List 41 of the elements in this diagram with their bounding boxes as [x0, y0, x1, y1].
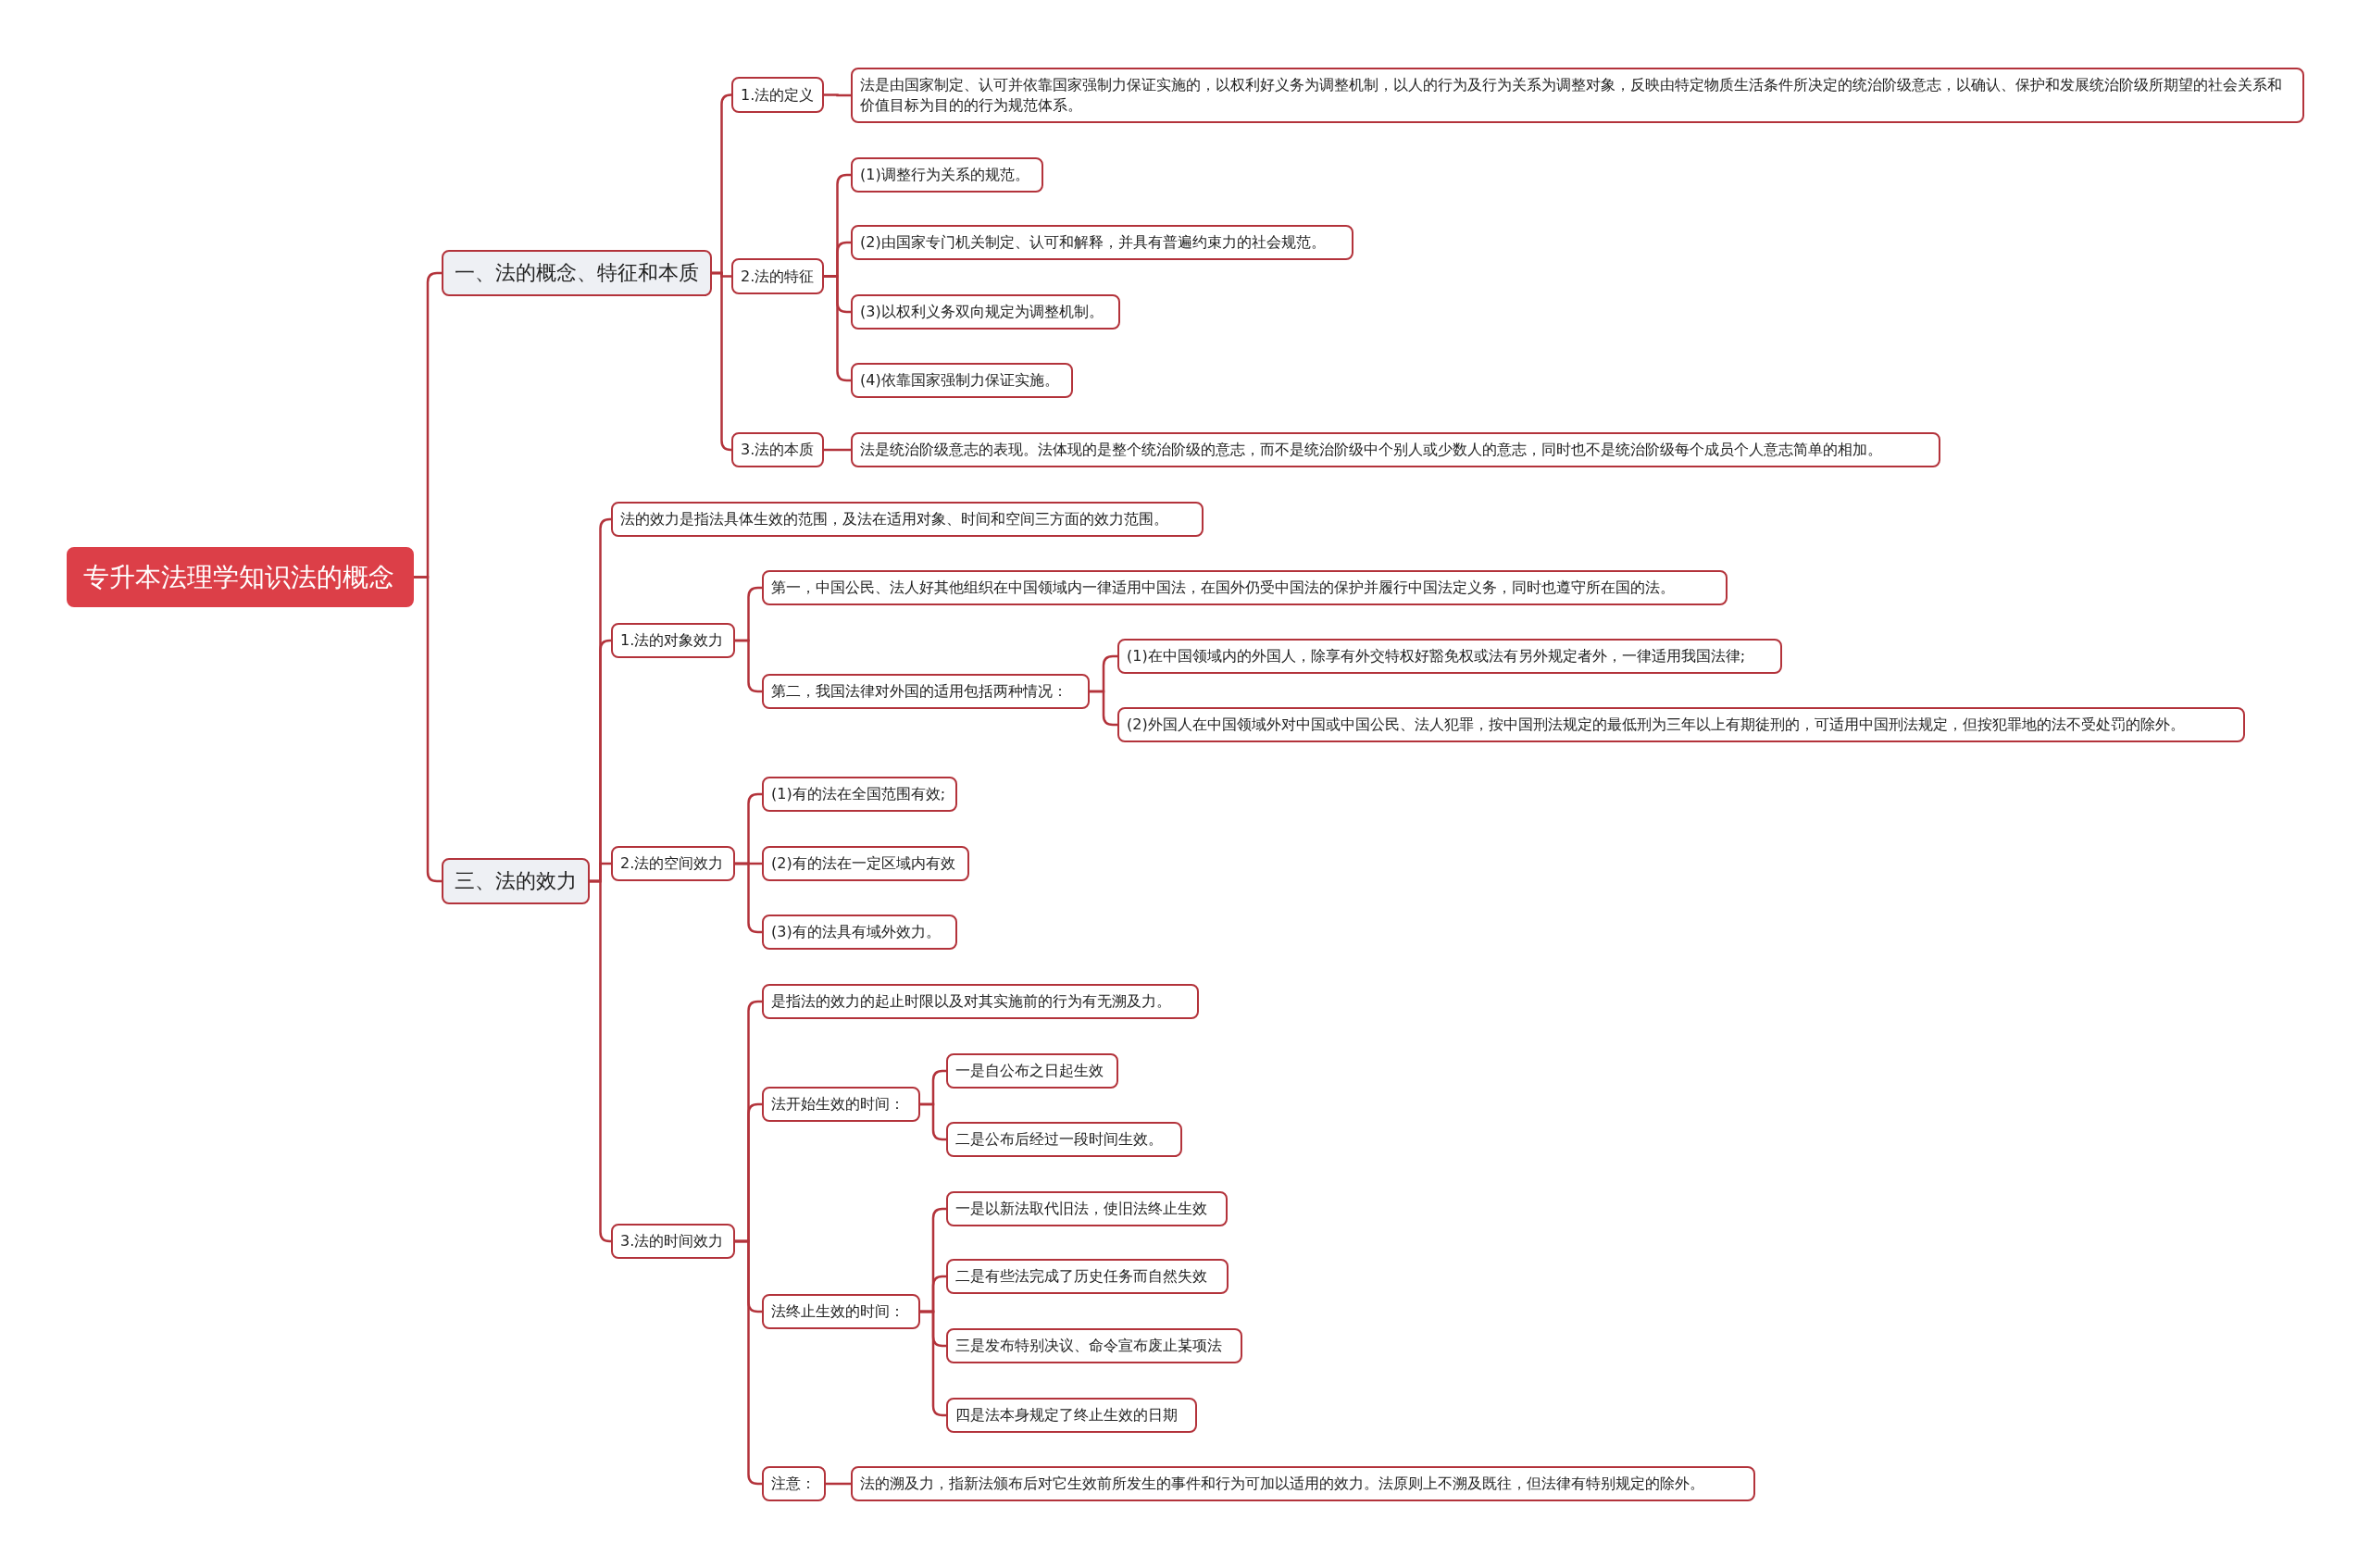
subtopic-box: 法的效力是指法具体生效的范围，及法在适用对象、时间和空间三方面的效力范围。	[611, 502, 1204, 537]
subtopic-box: 是指法的效力的起止时限以及对其实施前的行为有无溯及力。	[762, 984, 1199, 1019]
connector-line	[1090, 690, 1117, 727]
topic-box: 一、法的概念、特征和本质	[442, 250, 712, 296]
subtopic-box: 法终止生效的时间：	[762, 1294, 920, 1329]
subtopic-box: (2)由国家专门机关制定、认可和解释，并具有普遍约束力的社会规范。	[851, 225, 1353, 260]
connector-line	[824, 448, 851, 452]
subtopic-box: 四是法本身规定了终止生效的日期	[946, 1398, 1197, 1433]
subtopic-box: 2.法的空间效力	[611, 846, 735, 881]
subtopic-box: (2)外国人在中国领域外对中国或中国公民、法人犯罪，按中国刑法规定的最低刑为三年以上有期徒刑的，可适用中国刑法规定，但按犯罪地的法不受处罚的除外。	[1117, 707, 2245, 742]
subtopic-box: (4)依靠国家强制力保证实施。	[851, 363, 1073, 398]
subtopic-box: 第二，我国法律对外国的适用包括两种情况：	[762, 674, 1090, 709]
topic-box: 三、法的效力	[442, 858, 590, 904]
subtopic-box: 法是统治阶级意志的表现。法体现的是整个统治阶级的意志，而不是统治阶级中个别人或少数人的意志，同时也不是统治阶级每个成员个人意志简单的相加。	[851, 432, 1940, 467]
subtopic-box: (3)有的法具有域外效力。	[762, 915, 957, 950]
subtopic-box: 第一，中国公民、法人好其他组织在中国领域内一律适用中国法，在国外仍受中国法的保护并履行中国法定义务，同时也遵守所在国的法。	[762, 570, 1728, 605]
subtopic-box: (1)在中国领域内的外国人，除享有外交特权好豁免权或法有另外规定者外，一律适用我国法律;	[1117, 639, 1782, 674]
subtopic-box: 法是由国家制定、认可并依靠国家强制力保证实施的，以权利好义务为调整机制，以人的行为及行为关系为调整对象，反映由特定物质生活条件所决定的统治阶级意志，以确认、保护和发展统治阶级所期望的社会关系和价值目标为目的的行为规范体系。	[851, 68, 2304, 123]
subtopic-box: 1.法的对象效力	[611, 623, 735, 658]
subtopic-box: 一是以新法取代旧法，使旧法终止生效	[946, 1191, 1228, 1226]
subtopic-box: (2)有的法在一定区域内有效	[762, 846, 969, 881]
subtopic-box: 法开始生效的时间：	[762, 1087, 920, 1122]
subtopic-box: 3.法的时间效力	[611, 1224, 735, 1259]
subtopic-box: 二是有些法完成了历史任务而自然失效	[946, 1259, 1229, 1294]
subtopic-box: (3)以权利义务双向规定为调整机制。	[851, 294, 1120, 330]
subtopic-box: 注意：	[762, 1466, 826, 1501]
connector-line	[590, 879, 612, 1243]
connector-line	[712, 271, 732, 452]
subtopic-box: 三是发布特别决议、命令宣布废止某项法	[946, 1328, 1242, 1363]
subtopic-box: (1)调整行为关系的规范。	[851, 157, 1043, 193]
connector-line	[824, 93, 851, 97]
subtopic-box: 3.法的本质	[731, 432, 824, 467]
central-topic-box: 专升本法理学知识法的概念	[67, 547, 414, 607]
subtopic-box: 2.法的特征	[731, 258, 824, 294]
subtopic-box: (1)有的法在全国范围有效;	[762, 777, 957, 812]
connector-line	[920, 1102, 946, 1141]
subtopic-box: 1.法的定义	[731, 77, 824, 113]
connector-line	[826, 1482, 851, 1486]
subtopic-box: 一是自公布之日起生效	[946, 1053, 1118, 1089]
subtopic-box: 法的溯及力，指新法颁布后对它生效前所发生的事件和行为可加以适用的效力。法原则上不溯及既往，但法律有特别规定的除外。	[851, 1466, 1755, 1501]
subtopic-box: 二是公布后经过一段时间生效。	[946, 1122, 1182, 1157]
